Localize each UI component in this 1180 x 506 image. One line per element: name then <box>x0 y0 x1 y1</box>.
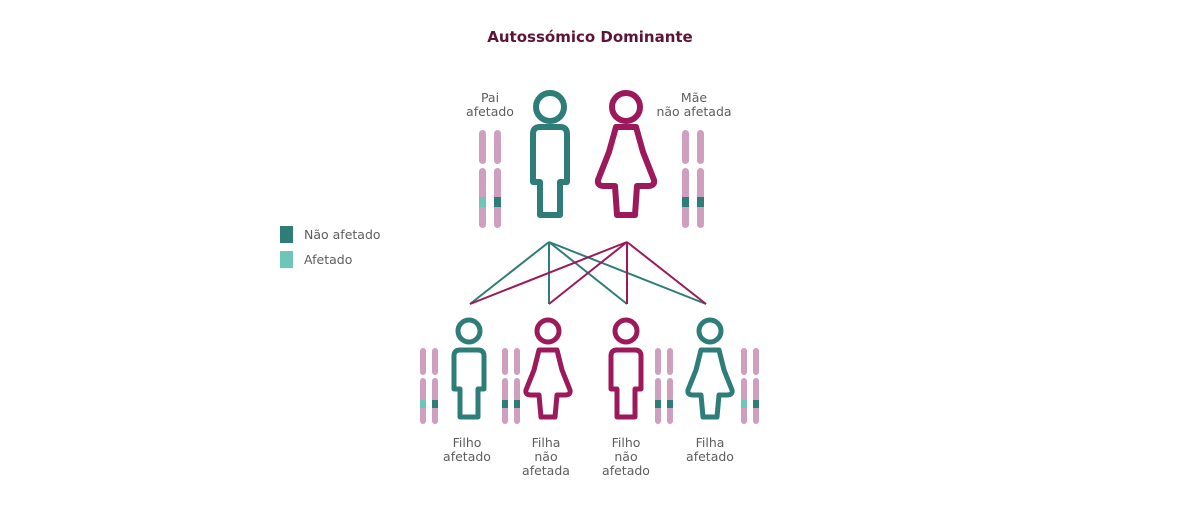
child-label-3: Filho não afetado <box>591 436 661 478</box>
child-1-chromosome-pair <box>420 348 438 424</box>
child-1-male-figure-icon <box>454 320 484 417</box>
legend-swatch-affected <box>280 251 293 268</box>
child-2-line2: não <box>534 449 558 464</box>
child-3-male-figure-icon <box>611 320 641 417</box>
mother-allele-unaffected-1 <box>682 197 689 207</box>
diagram-title: Autossómico Dominante <box>487 28 693 46</box>
line-mother-child4 <box>626 241 707 305</box>
mother-label-line1: Mãe <box>680 90 708 105</box>
father-label-line1: Pai <box>480 90 500 105</box>
child-2-line1: Filha <box>531 435 561 450</box>
child-3-line3: afetado <box>602 463 650 478</box>
child-4-line1: Filha <box>695 435 725 450</box>
father-figure-icon <box>533 93 567 215</box>
legend-swatch-unaffected <box>280 226 293 243</box>
line-mother-child2 <box>548 241 628 305</box>
father-chromosome-pair <box>479 130 501 228</box>
child-2-chromosome-pair <box>502 348 520 424</box>
legend-label-unaffected: Não afetado <box>304 227 381 242</box>
mother-allele-unaffected-2 <box>697 197 704 207</box>
child-4-line2: afetado <box>686 449 734 464</box>
mother-label: Mãe não afetada <box>652 91 736 119</box>
mother-chromosome-pair <box>682 130 704 228</box>
mother-connection-lines <box>469 241 707 305</box>
line-father-child1 <box>469 241 550 305</box>
father-allele-affected <box>479 197 486 207</box>
child-label-1: Filho afetado <box>432 436 502 464</box>
father-label: Pai afetado <box>450 91 530 119</box>
child-label-2: Filha não afetada <box>511 436 581 478</box>
child-1-line2: afetado <box>443 449 491 464</box>
father-allele-unaffected <box>494 197 501 207</box>
child-2-female-figure-icon <box>526 320 570 417</box>
child-3-line2: não <box>614 449 638 464</box>
child-2-line3: afetada <box>522 463 570 478</box>
father-label-line2: afetado <box>466 104 514 119</box>
line-mother-child1 <box>469 241 628 305</box>
child-3-chromosome-pair <box>655 348 673 424</box>
legend-label-affected: Afetado <box>304 252 353 267</box>
child-4-chromosome-pair <box>741 348 759 424</box>
mother-label-line2: não afetada <box>656 104 732 119</box>
child-3-line1: Filho <box>611 435 641 450</box>
child-1-line1: Filho <box>452 435 482 450</box>
child-label-4: Filha afetado <box>675 436 745 464</box>
mother-figure-icon <box>598 93 654 215</box>
legend-item-unaffected: Não afetado <box>280 226 381 243</box>
legend-item-affected: Afetado <box>280 251 352 268</box>
child-4-female-figure-icon <box>688 320 732 417</box>
